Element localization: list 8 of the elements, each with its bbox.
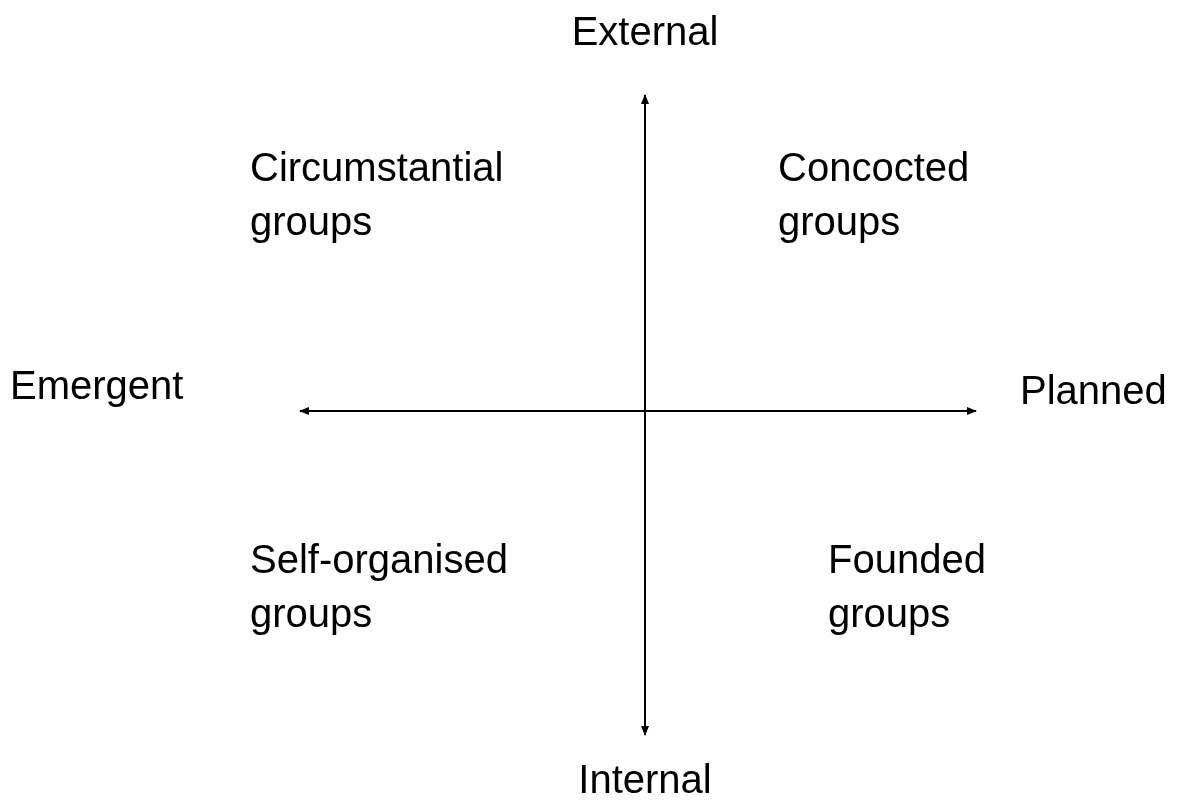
- quadrant-label: Self-organised groups: [250, 536, 509, 637]
- axis-label: Internal: [577, 756, 713, 803]
- quadrant-label: Concocted groups: [778, 144, 971, 245]
- axis-label: Emergent: [10, 362, 185, 409]
- quadrant-label: Founded groups: [828, 536, 987, 637]
- axis-label: Planned: [1020, 367, 1168, 414]
- quadrant-label: Circumstantial groups: [250, 144, 505, 245]
- axis-label: External: [570, 8, 720, 55]
